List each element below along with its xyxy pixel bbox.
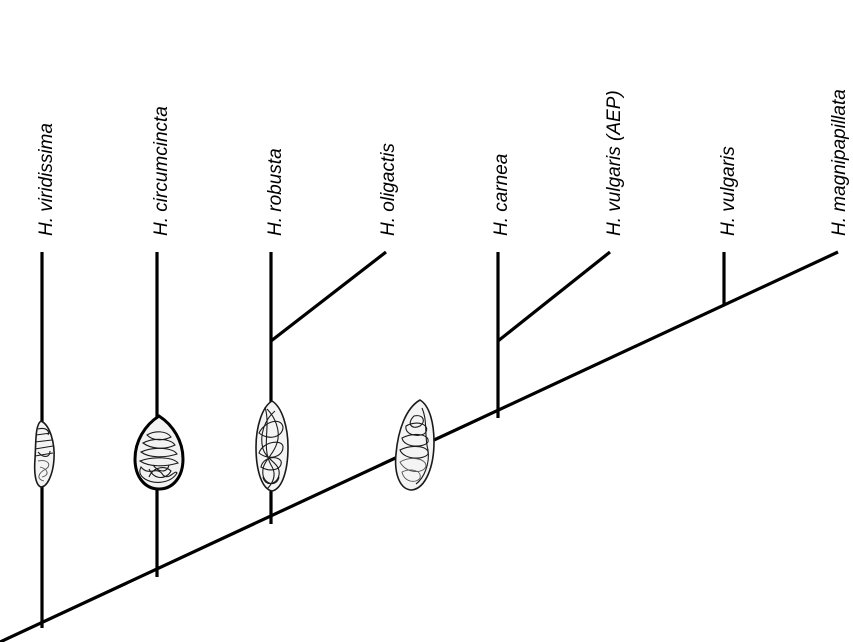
round-nematocyst-icon	[133, 414, 185, 491]
taxon-label-h-vulgaris-aep: H. vulgaris (AEP)	[604, 90, 625, 236]
taxon-label-h-carnea: H. carnea	[491, 154, 512, 236]
taxon-label-h-circumcincta: H. circumcincta	[151, 106, 172, 236]
taxon-label-h-robusta: H. robusta	[265, 148, 286, 236]
taxon-label-h-magnipapillata: H. magnipapillata	[829, 89, 850, 236]
taxon-label-h-vulgaris: H. vulgaris	[718, 146, 739, 236]
oval-nematocyst-icon	[394, 399, 435, 491]
taxon-label-h-oligactis: H. oligactis	[378, 143, 399, 236]
taxon-label-h-viridissima: H. viridissima	[36, 123, 57, 236]
small-stenotele-nematocyst-icon	[33, 420, 55, 488]
branch-h-oligactis	[270, 250, 387, 343]
elongate-nematocyst-icon	[255, 400, 289, 492]
branch-h-vulgaris-aep	[497, 250, 611, 343]
